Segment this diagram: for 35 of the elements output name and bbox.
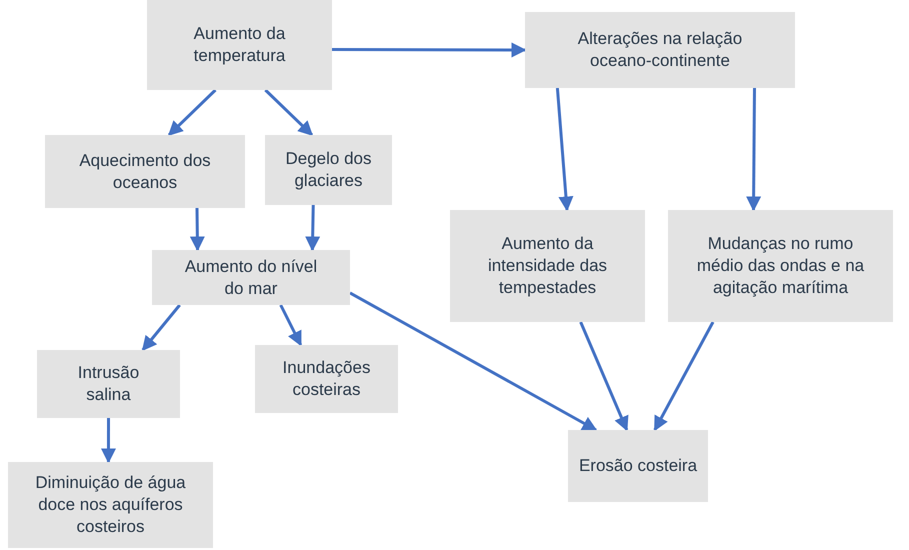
box-label: Alterações na relação oceano-continente: [576, 28, 744, 72]
process-box: [265, 135, 392, 205]
arrow: [264, 88, 314, 136]
box-label: Intrusão salina: [76, 362, 140, 406]
box-label: Degelo dos glaciares: [284, 148, 372, 192]
arrow: [190, 208, 205, 252]
process-box: [8, 462, 213, 548]
process-box: [668, 210, 893, 322]
arrow: [100, 418, 116, 464]
arrow: [332, 42, 526, 58]
process-box: [255, 345, 398, 413]
box-label: Mudanças no rumo médio das ondas e na agitação marítima: [696, 233, 866, 299]
arrow: [142, 304, 181, 352]
process-box: [45, 135, 245, 208]
box-label: Aumento do nível do mar: [184, 256, 318, 300]
box-label: Aumento da intensidade das tempestades: [486, 233, 608, 299]
process-box: [450, 210, 645, 322]
arrow: [279, 304, 302, 346]
process-box: [147, 0, 332, 90]
process-box: [37, 350, 180, 418]
arrow: [349, 292, 598, 432]
box-label: Diminuição de água doce nos aquíferos costeiros: [34, 472, 187, 538]
process-box: [152, 250, 350, 305]
arrow: [305, 204, 320, 252]
box-label: Aquecimento dos oceanos: [78, 150, 212, 194]
arrow: [653, 321, 714, 432]
arrow: [556, 88, 574, 212]
box-label: Aumento da temperatura: [192, 23, 286, 67]
box-label: Inundações costeiras: [282, 357, 372, 401]
process-box: [525, 12, 795, 88]
box-label: Erosão costeira: [578, 455, 698, 477]
arrow: [579, 321, 628, 432]
arrow: [746, 88, 762, 212]
arrow: [168, 88, 216, 136]
process-box: [568, 430, 708, 502]
